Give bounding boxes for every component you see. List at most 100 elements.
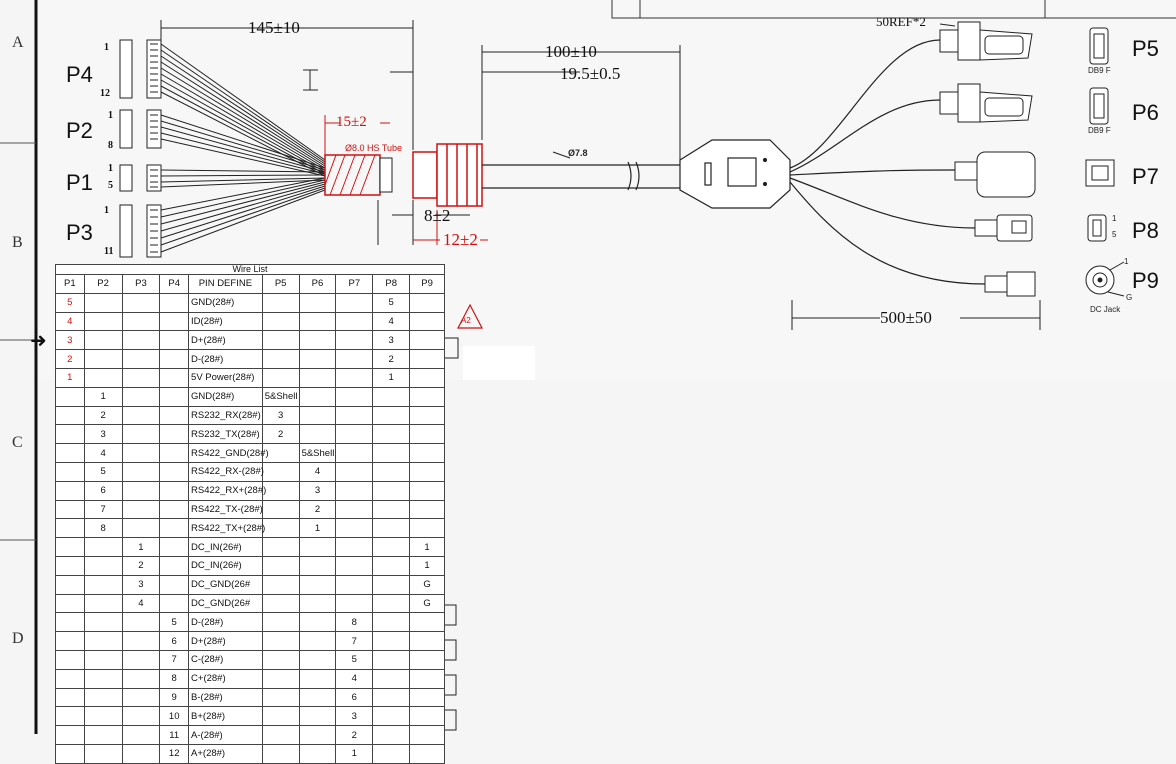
connector-label-p5: P5	[1132, 36, 1159, 61]
pin-number-cell	[83, 743, 123, 764]
dim-overmold: 8±2	[424, 206, 451, 225]
pin-number-cell	[335, 480, 374, 501]
pin-number-cell: 3	[372, 330, 411, 351]
pin-number-cell	[298, 537, 337, 557]
pin-number-cell: 2	[298, 499, 337, 520]
rj45-connector-p7	[954, 151, 1036, 198]
pin-number-cell: 11	[159, 725, 190, 745]
pin-number-cell	[335, 537, 374, 557]
pin-number-cell: 1	[409, 555, 445, 576]
pin-define-cell: ID(28#)	[188, 311, 263, 332]
zone-label-b: B	[12, 234, 23, 251]
connector-label-p7: P7	[1132, 164, 1159, 189]
pin-define-cell: DC_IN(26#)	[188, 537, 263, 557]
pin-number-cell: 4	[372, 311, 411, 332]
pin-define-cell: D+(28#)	[188, 330, 263, 351]
header-pin-define: PIN DEFINE	[188, 274, 263, 294]
pin-number-cell: 9	[159, 687, 190, 708]
pin-number-cell	[409, 443, 445, 463]
pin-number-cell	[121, 292, 161, 313]
pin-define-cell: RS422_RX+(28#)	[188, 480, 266, 501]
header-p8: P8	[372, 274, 411, 294]
header-p4: P4	[159, 274, 190, 294]
db9-connector-p5	[939, 21, 1033, 61]
pin-number-cell	[372, 424, 411, 445]
pin-number-cell	[159, 367, 190, 388]
pin-number-cell	[409, 292, 445, 313]
pin-define-cell: A-(28#)	[188, 725, 263, 745]
pin-number-cell	[298, 555, 337, 576]
pin-define-cell: D-(28#)	[188, 349, 263, 369]
connector-label-p2: P2	[66, 118, 93, 143]
pin-number-cell	[261, 631, 300, 651]
dim-length-left: 145±10	[248, 18, 300, 37]
pin-number-cell	[409, 367, 445, 388]
p2-pin-last: 8	[108, 140, 113, 151]
pin-number-cell	[409, 725, 445, 745]
pin-define-cell: C-(28#)	[188, 649, 263, 670]
pin-define-cell: RS232_RX(28#)	[188, 405, 263, 426]
pin-number-cell	[261, 649, 300, 670]
pin-number-cell: 3	[121, 574, 161, 595]
pin-number-cell	[298, 706, 337, 727]
pin-number-cell: 3	[298, 480, 337, 501]
header-p6: P6	[298, 274, 337, 294]
pin-number-cell	[409, 349, 445, 369]
pin-number-cell	[261, 518, 300, 539]
pin-number-cell	[159, 518, 190, 539]
pin-number-cell	[409, 311, 445, 332]
pin-number-cell	[409, 631, 445, 651]
pin-number-cell	[83, 367, 123, 388]
pin-number-cell	[409, 743, 445, 764]
pin-number-cell: 2	[372, 349, 411, 369]
pin-number-cell: 6	[83, 480, 123, 501]
db9-icon-p5	[1089, 27, 1109, 65]
pin-number-cell: 4	[298, 461, 337, 482]
branch-wires	[789, 39, 986, 285]
connector-p1	[119, 164, 162, 192]
wire-list-table: Wire List P1 P2 P3 P4 PIN DEFINE P5 P6 P…	[55, 264, 445, 764]
pin-define-cell: RS232_TX(28#)	[188, 424, 263, 445]
pin-number-cell	[121, 631, 161, 651]
wire-fan	[160, 43, 326, 253]
pin-number-cell: 1	[298, 518, 337, 539]
pin-number-cell	[261, 537, 300, 557]
arrow-marker-icon: ➜	[30, 330, 47, 352]
pin-number-cell	[335, 424, 374, 445]
connector-label-p4: P4	[66, 62, 93, 87]
pin-number-cell	[121, 330, 161, 351]
pin-number-cell	[55, 574, 85, 595]
p4-pin-last: 12	[100, 88, 110, 99]
pin-number-cell	[159, 386, 190, 407]
pin-number-cell	[121, 499, 161, 520]
pin-number-cell	[83, 725, 123, 745]
pin-define-cell: D-(28#)	[188, 612, 263, 633]
pin-number-cell: 4	[121, 593, 161, 614]
pin-number-cell	[261, 499, 300, 520]
pin-number-cell: 5	[372, 292, 411, 313]
pin-number-cell	[261, 706, 300, 727]
dimension-lines-red	[324, 115, 488, 245]
pin-number-cell	[121, 386, 161, 407]
pin-number-cell	[55, 443, 85, 463]
pin-number-cell: 8	[335, 612, 374, 633]
connector-label-p3: P3	[66, 220, 93, 245]
title-block-edge	[611, 0, 1176, 19]
pin-define-cell: A+(28#)	[188, 743, 263, 764]
pin-number-cell: 5	[335, 649, 374, 670]
pin-number-cell	[372, 649, 411, 670]
pin-number-cell: 5&Shell	[261, 386, 300, 407]
pin-number-cell	[121, 461, 161, 482]
p3-pin-last: 11	[104, 246, 114, 257]
pin-number-cell	[159, 537, 190, 557]
pin-number-cell	[298, 292, 337, 313]
dim-length-mid2: 19.5±0.5	[560, 64, 621, 83]
pin-define-cell: DC_GND(26#	[188, 593, 263, 614]
